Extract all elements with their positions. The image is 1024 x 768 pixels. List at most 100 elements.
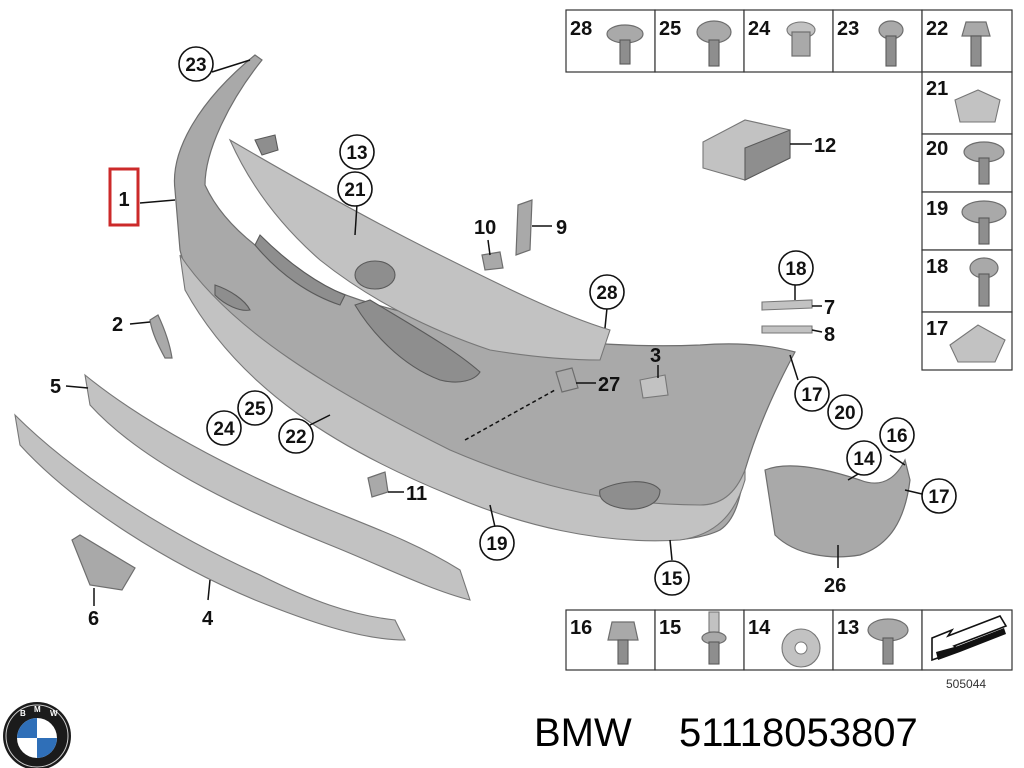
svg-text:16: 16 bbox=[886, 426, 907, 447]
leader-lines bbox=[65, 59, 923, 606]
bracket-27 bbox=[555, 367, 579, 393]
fastener-20-icon bbox=[963, 141, 1005, 185]
arrow-icon bbox=[931, 615, 1008, 662]
svg-text:19: 19 bbox=[486, 534, 507, 555]
leader-1 bbox=[139, 199, 176, 204]
svg-text:21: 21 bbox=[344, 180, 366, 201]
svg-text:24: 24 bbox=[213, 419, 235, 440]
svg-text:22: 22 bbox=[926, 18, 948, 40]
callout-23: 23 bbox=[178, 46, 214, 82]
diagram-number: 505044 bbox=[946, 677, 986, 691]
cover-3 bbox=[639, 374, 669, 399]
label-4: 4 bbox=[202, 608, 214, 630]
svg-text:25: 25 bbox=[659, 18, 681, 40]
main-part-highlight bbox=[108, 167, 140, 227]
label-11: 11 bbox=[406, 483, 427, 505]
trim-2 bbox=[149, 314, 173, 359]
bottom-fastener-table: 16 15 14 13 bbox=[565, 609, 1013, 671]
callout-18: 18 bbox=[778, 250, 814, 286]
foam-block-12 bbox=[702, 119, 791, 181]
fastener-17-icon bbox=[949, 324, 1006, 363]
label-12: 12 bbox=[814, 135, 836, 157]
svg-text:17: 17 bbox=[928, 487, 949, 508]
label-8: 8 bbox=[824, 324, 835, 346]
callout-22: 22 bbox=[278, 418, 314, 454]
svg-text:28: 28 bbox=[596, 283, 617, 304]
callout-20: 20 bbox=[827, 394, 863, 430]
fastener-19-icon bbox=[961, 200, 1007, 245]
svg-text:15: 15 bbox=[659, 617, 681, 639]
svg-text:23: 23 bbox=[837, 18, 859, 40]
svg-text:18: 18 bbox=[785, 259, 806, 280]
svg-text:M: M bbox=[34, 705, 41, 714]
svg-text:20: 20 bbox=[834, 403, 855, 424]
caption-brand: BMW bbox=[534, 711, 632, 755]
callout-14: 14 bbox=[846, 440, 882, 476]
callout-25: 25 bbox=[237, 390, 273, 426]
label-10: 10 bbox=[474, 217, 496, 239]
label-6: 6 bbox=[88, 608, 99, 630]
callout-15: 15 bbox=[654, 560, 690, 596]
side-fastener-table: 21 20 19 18 17 bbox=[921, 71, 1013, 371]
bmw-logo-icon: B M W bbox=[3, 702, 71, 768]
plain-labels: 2 3 4 5 6 7 8 9 10 11 12 26 27 bbox=[50, 135, 846, 630]
fastener-13-icon bbox=[867, 618, 909, 665]
svg-text:17: 17 bbox=[926, 318, 948, 340]
trim-6 bbox=[71, 534, 136, 591]
label-9: 9 bbox=[556, 217, 567, 239]
svg-text:13: 13 bbox=[346, 143, 367, 164]
svg-text:15: 15 bbox=[661, 569, 683, 590]
fastener-18-icon bbox=[969, 257, 999, 307]
callout-19: 19 bbox=[479, 525, 515, 561]
fastener-23-icon bbox=[878, 20, 904, 67]
svg-text:28: 28 bbox=[570, 18, 592, 40]
top-fastener-table: 28 25 24 23 22 bbox=[565, 9, 1013, 73]
callout-13: 13 bbox=[339, 134, 375, 170]
fastener-28-icon bbox=[606, 24, 644, 65]
grille-carrier bbox=[228, 134, 611, 361]
svg-text:24: 24 bbox=[748, 18, 771, 40]
strip-7-8 bbox=[761, 299, 813, 334]
svg-text:23: 23 bbox=[185, 55, 206, 76]
bracket-9-10 bbox=[481, 199, 533, 271]
svg-text:W: W bbox=[50, 709, 58, 718]
svg-text:18: 18 bbox=[926, 256, 948, 278]
lower-trim-5 bbox=[84, 373, 471, 601]
lower-trim-4 bbox=[14, 413, 406, 641]
fastener-25-icon bbox=[696, 20, 732, 67]
label-26: 26 bbox=[824, 575, 846, 597]
svg-text:20: 20 bbox=[926, 138, 948, 160]
bracket-11 bbox=[367, 471, 389, 498]
fastener-21-icon bbox=[954, 89, 1001, 123]
svg-text:17: 17 bbox=[801, 385, 822, 406]
fastener-22-icon bbox=[961, 21, 991, 67]
svg-text:21: 21 bbox=[926, 78, 948, 100]
fastener-24-icon bbox=[786, 21, 816, 57]
svg-text:22: 22 bbox=[285, 427, 306, 448]
callout-16: 16 bbox=[879, 417, 915, 453]
label-27: 27 bbox=[598, 374, 620, 396]
main-part-label: 1 bbox=[118, 189, 129, 211]
callout-21: 21 bbox=[337, 171, 373, 207]
label-3: 3 bbox=[650, 345, 661, 367]
callout-28: 28 bbox=[589, 274, 625, 310]
svg-text:19: 19 bbox=[926, 198, 948, 220]
fastener-16-icon bbox=[607, 621, 639, 665]
svg-text:14: 14 bbox=[853, 449, 875, 470]
dashed-leader bbox=[464, 389, 556, 441]
caption-part-number: 51118053807 bbox=[679, 711, 918, 755]
svg-text:14: 14 bbox=[748, 617, 771, 639]
label-7: 7 bbox=[824, 297, 835, 319]
svg-text:13: 13 bbox=[837, 617, 859, 639]
fastener-14-icon bbox=[781, 628, 821, 668]
callout-17b: 17 bbox=[921, 478, 957, 514]
bumper-cover bbox=[173, 54, 796, 542]
label-2: 2 bbox=[112, 314, 123, 336]
callout-17a: 17 bbox=[794, 376, 830, 412]
callout-24: 24 bbox=[206, 410, 242, 446]
bracket-26 bbox=[764, 458, 911, 558]
fastener-15-icon bbox=[701, 611, 727, 665]
label-5: 5 bbox=[50, 376, 61, 398]
svg-text:16: 16 bbox=[570, 617, 592, 639]
